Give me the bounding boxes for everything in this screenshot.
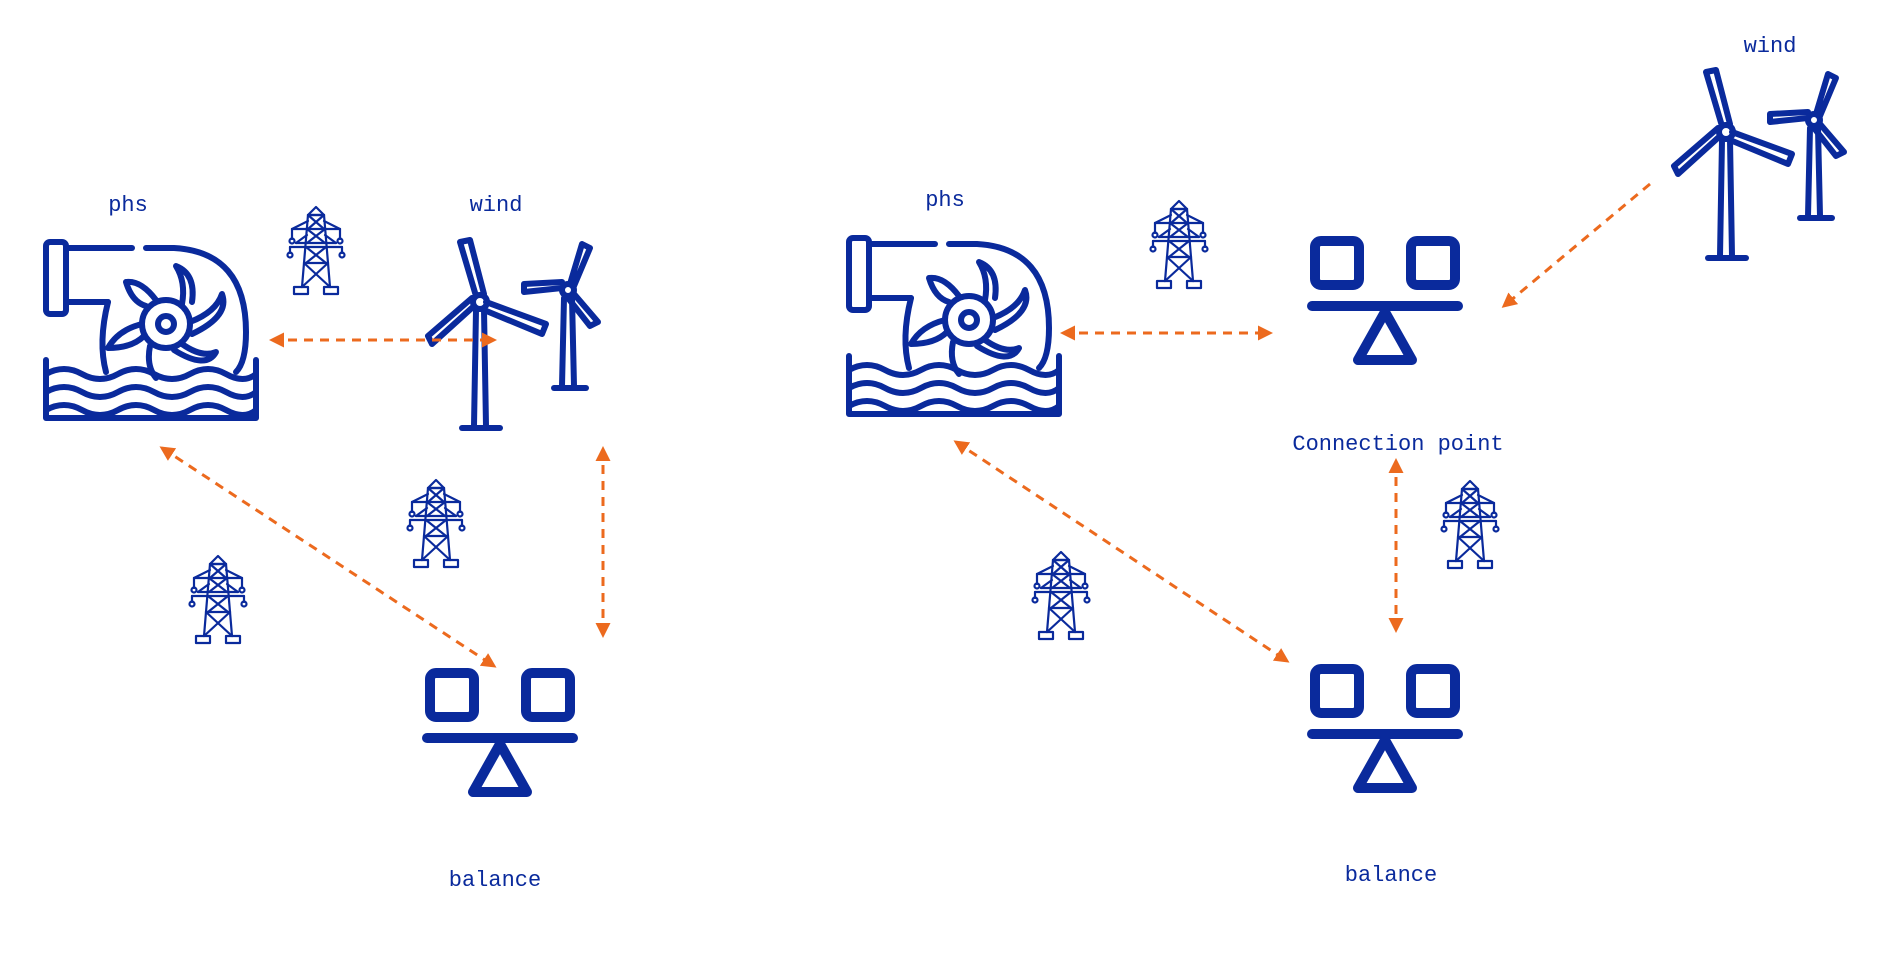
transmission-tower-icon <box>1440 479 1500 570</box>
wind-label-right: wind <box>1744 34 1797 59</box>
transmission-tower-icon <box>1149 199 1209 290</box>
wind-label-left: wind <box>470 193 523 218</box>
left-panel: phs wind balance <box>46 193 611 893</box>
balance-scale-icon <box>427 673 573 792</box>
phs-label-left: phs <box>108 193 148 218</box>
link-phs-balance <box>159 446 497 668</box>
link-phs-balance-right <box>953 440 1290 663</box>
transmission-tower-icon <box>188 554 248 645</box>
balance-scale-icon <box>1312 669 1458 788</box>
wind-turbine-icon <box>1674 70 1844 258</box>
link-wind-connection <box>1501 182 1651 308</box>
transmission-tower-icon <box>286 205 346 296</box>
wind-turbine-icon <box>428 240 598 428</box>
transmission-tower-icon <box>1031 550 1091 641</box>
balance-label-right: balance <box>1345 863 1437 888</box>
transmission-tower-icon <box>406 478 466 569</box>
pumped-hydro-storage-icon <box>46 242 256 418</box>
connection-point-scale-icon <box>1312 241 1458 360</box>
pumped-hydro-storage-icon <box>849 238 1059 414</box>
right-panel: phs wind Connection point balance <box>849 34 1844 888</box>
phs-label-right: phs <box>925 188 965 213</box>
balance-label-left: balance <box>449 868 541 893</box>
connection-point-label: Connection point <box>1292 432 1503 457</box>
